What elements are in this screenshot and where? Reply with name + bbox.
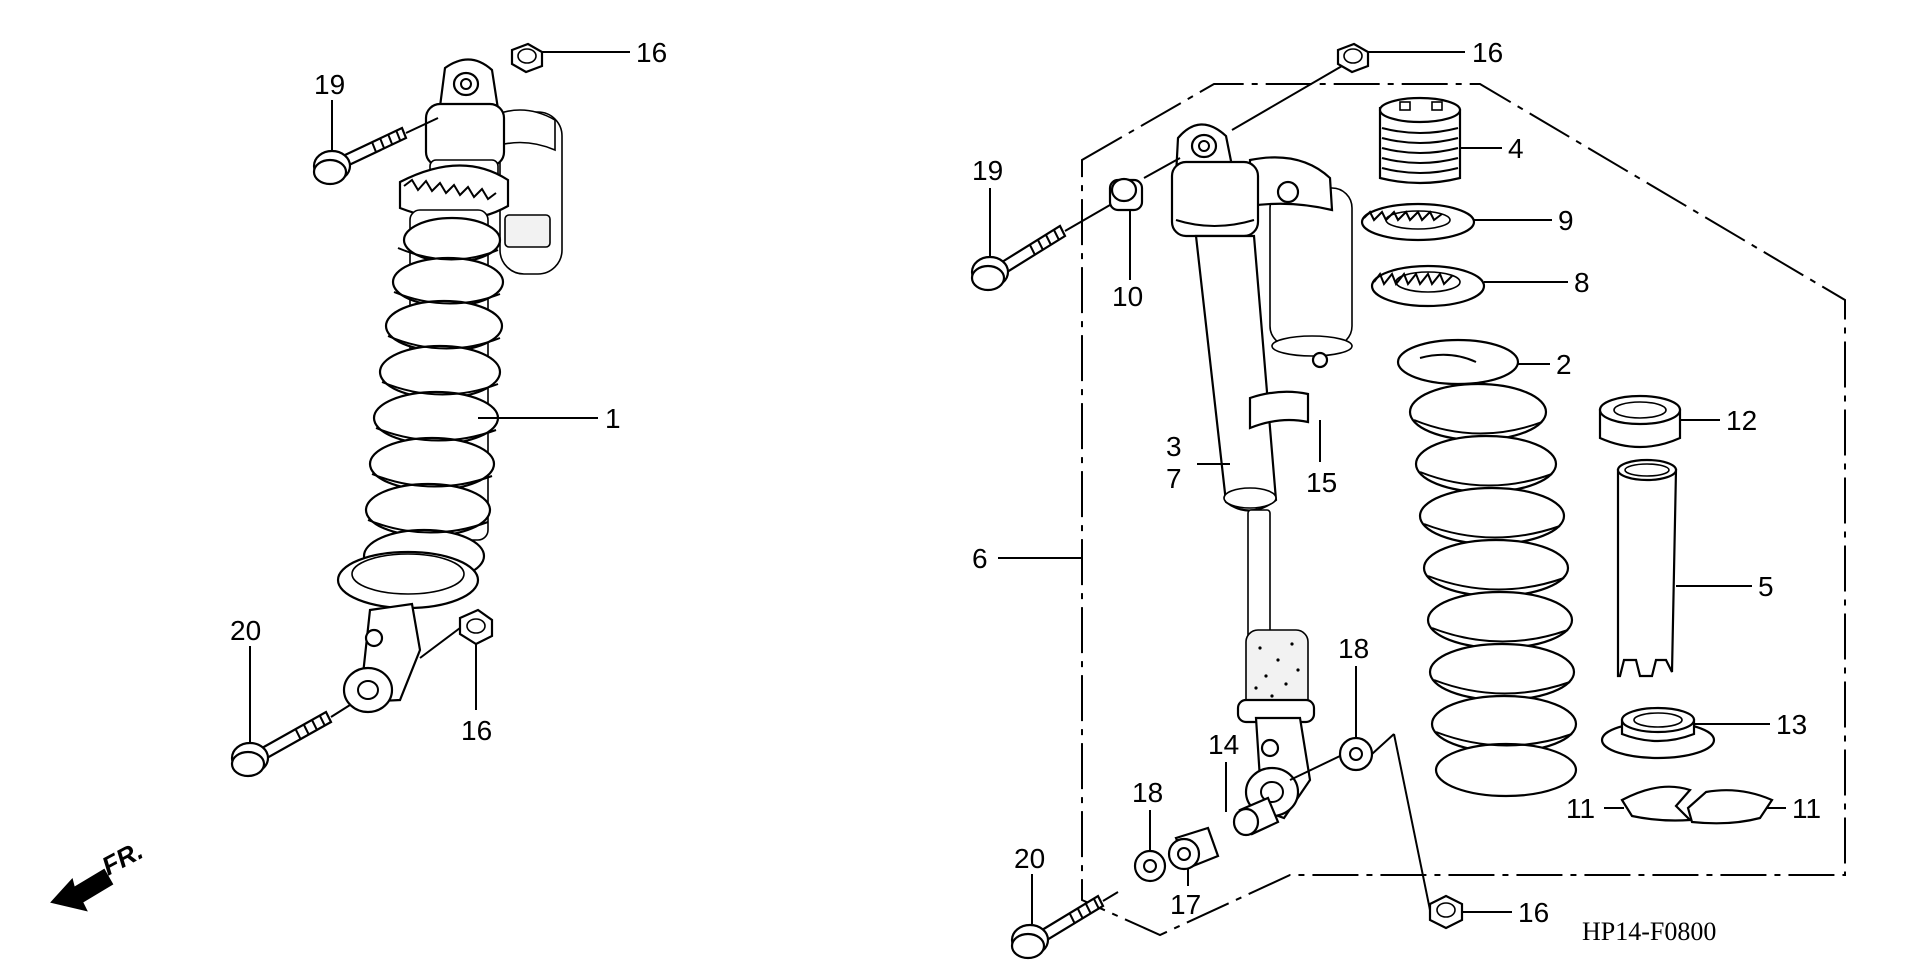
callout-3: 3 (1166, 431, 1182, 462)
spring-2[interactable] (1396, 338, 1578, 798)
callout-13: 13 (1776, 709, 1807, 740)
bolt-20-left[interactable] (230, 710, 333, 778)
spring-collar-5[interactable] (1616, 458, 1678, 678)
callout-7: 7 (1166, 463, 1182, 494)
callout-20-right: 20 (1014, 843, 1045, 874)
callout-9: 9 (1558, 205, 1574, 236)
bushing-17[interactable] (1167, 826, 1220, 871)
spring-seat-13[interactable] (1600, 706, 1716, 760)
nut-16-right-top[interactable] (1336, 42, 1370, 74)
callout-18-upper: 18 (1338, 633, 1369, 664)
callout-16-left-bottom: 16 (461, 715, 492, 746)
shock-body[interactable] (1170, 123, 1353, 820)
callout-16-left-top: 16 (636, 37, 667, 68)
callout-8: 8 (1574, 267, 1590, 298)
callout-20-left: 20 (230, 615, 261, 646)
callout-17: 17 (1170, 889, 1201, 920)
assembly-boundary (1081, 83, 1846, 937)
dust-seal-18-lower[interactable] (1133, 849, 1167, 883)
bolt-19-right[interactable] (970, 224, 1067, 292)
callout-2: 2 (1556, 349, 1572, 380)
warning-label-sticker[interactable] (1248, 390, 1310, 430)
nut-16-left-bottom[interactable] (458, 608, 494, 646)
callout-14: 14 (1208, 729, 1239, 760)
front-direction-arrow-icon (50, 868, 114, 912)
callout-5: 5 (1758, 571, 1774, 602)
callout-11-right: 11 (1792, 793, 1821, 824)
callout-11-left: 11 (1566, 793, 1595, 824)
lock-nut-8[interactable] (1370, 264, 1486, 308)
nut-16-left-top[interactable] (510, 42, 544, 74)
spacer-14[interactable] (1232, 796, 1280, 837)
diagram-code: HP14-F0800 (1582, 917, 1716, 946)
callout-10: 10 (1112, 281, 1143, 312)
cotter-11-right[interactable] (1686, 789, 1774, 825)
bolt-19-left[interactable] (312, 126, 408, 186)
callout-4: 4 (1508, 133, 1524, 164)
dust-seal-18-upper[interactable] (1338, 736, 1374, 772)
callout-18-lower: 18 (1132, 777, 1163, 808)
cotter-11-left[interactable] (1620, 785, 1693, 822)
bolt-20-right[interactable] (1010, 894, 1105, 960)
adjuster-nut-4[interactable] (1378, 96, 1462, 185)
callout-19-left: 19 (314, 69, 345, 100)
nut-16-right-bottom[interactable] (1428, 894, 1464, 930)
callout-15: 15 (1306, 467, 1337, 498)
spring-seat-12[interactable] (1598, 394, 1682, 449)
callout-19-right: 19 (972, 155, 1003, 186)
callout-12: 12 (1726, 405, 1757, 436)
callout-1: 1 (605, 403, 621, 434)
bushing-10[interactable] (1108, 177, 1144, 212)
callout-16-right-top: 16 (1472, 37, 1503, 68)
lock-nut-9[interactable] (1360, 202, 1476, 242)
shock-absorber-assembly[interactable] (336, 58, 563, 714)
callout-16-right-bottom: 16 (1518, 897, 1549, 928)
callout-6: 6 (972, 543, 988, 574)
